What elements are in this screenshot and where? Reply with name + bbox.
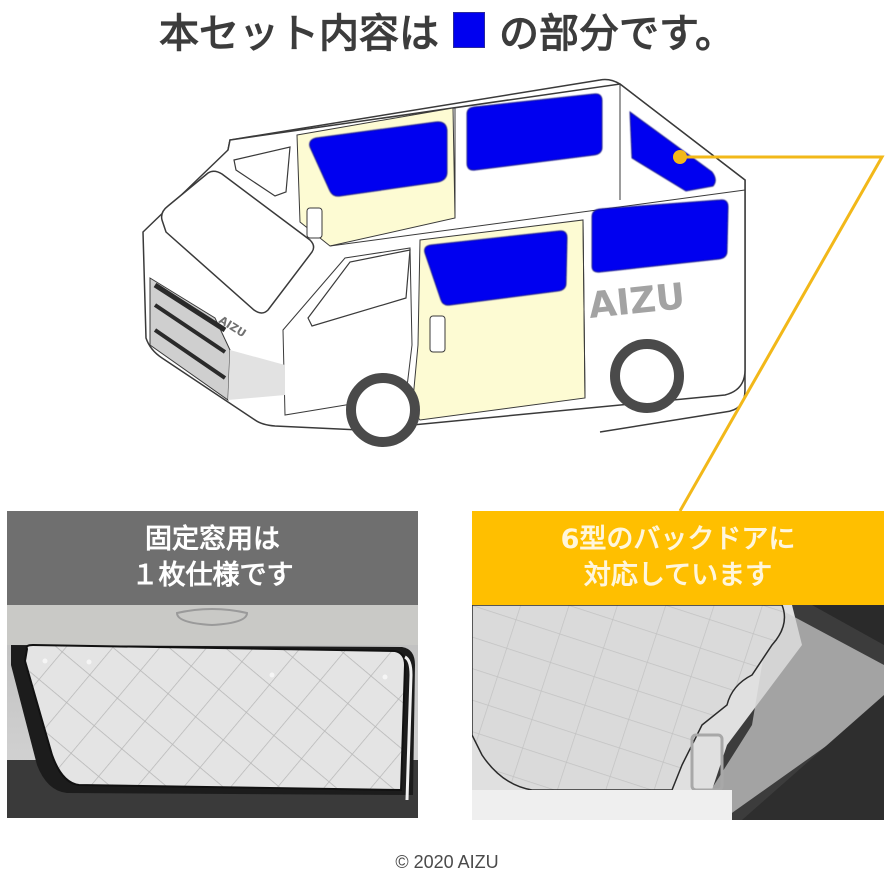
door-handle-lower: [429, 315, 446, 353]
callout-line: [673, 150, 885, 512]
caption-line-2: 対応しています: [583, 560, 773, 591]
front-quarter-window: [233, 146, 291, 197]
header: 本セット内容は の部分です。: [0, 0, 894, 60]
caption-line-1: 6型のバックドアに: [560, 524, 796, 555]
legend-blue-swatch: [453, 12, 485, 48]
side-window-shade-photo: [7, 605, 418, 818]
fixed-window-panel: 固定窓用は １枚仕様です: [7, 511, 418, 818]
rear-wheel: [610, 339, 684, 413]
back-door-panel: 6型のバックドアに 対応しています: [472, 511, 884, 820]
front-door: [282, 247, 413, 416]
header-text-before: 本セット内容は: [159, 11, 439, 57]
front-wheel: [346, 373, 420, 447]
window-upper-left: [309, 121, 448, 197]
window-lower-middle: [424, 230, 568, 306]
back-door-shade-photo: [472, 605, 884, 820]
windshield: [160, 170, 315, 314]
header-text-after: の部分です。: [499, 11, 735, 57]
window-upper-middle: [466, 93, 603, 171]
side-logo: AIZU: [587, 276, 687, 327]
door-handle-upper: [306, 207, 323, 239]
caption-line-1: 固定窓用は: [145, 523, 280, 555]
front-door-window: [307, 249, 411, 327]
back-door-caption: 6型のバックドアに 対応しています: [472, 511, 884, 605]
grille: [149, 277, 285, 401]
window-rear-quarter: [629, 110, 716, 192]
window-lower-rear: [591, 199, 729, 273]
caption-line-2: １枚仕様です: [131, 559, 294, 591]
fixed-window-caption: 固定窓用は １枚仕様です: [7, 511, 418, 604]
van-illustration: AIZU AIZU: [142, 78, 885, 512]
copyright-footer: © 2020 AIZU: [395, 852, 499, 872]
